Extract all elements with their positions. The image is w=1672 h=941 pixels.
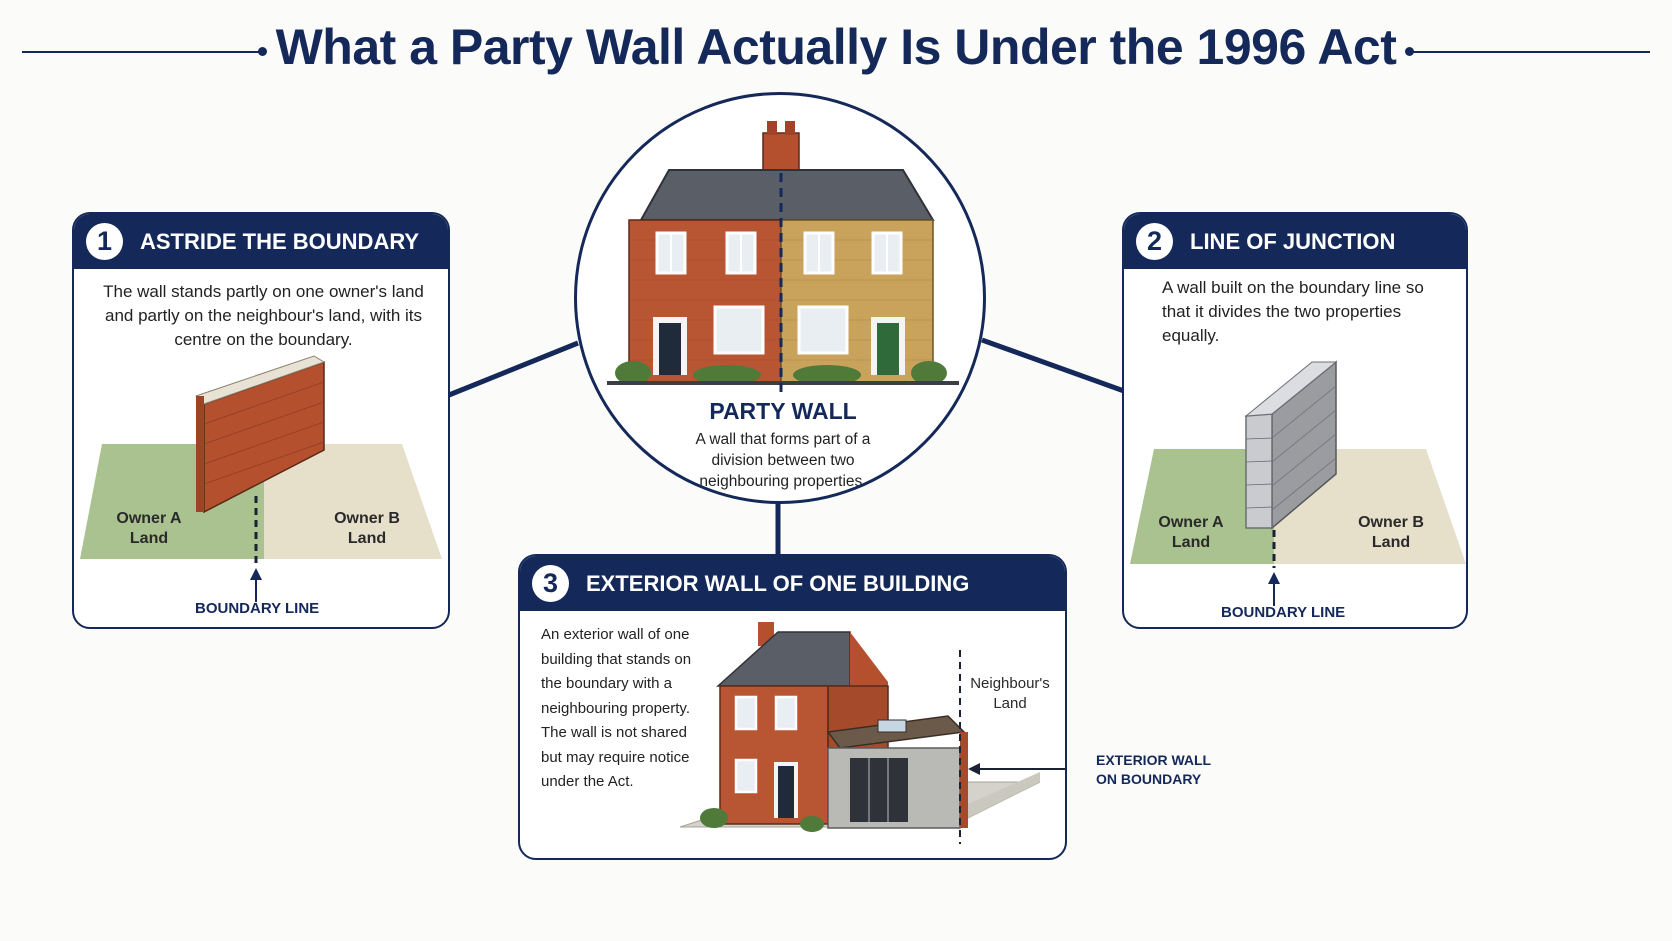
card-number: 1	[86, 223, 123, 260]
card-title: EXTERIOR WALL OF ONE BUILDING	[586, 571, 970, 596]
exterior-wall-label: EXTERIOR WALL ON BOUNDARY	[1096, 752, 1212, 787]
card-line-of-junction: 2 LINE OF JUNCTION A wall built on the b…	[1122, 212, 1468, 629]
card-description: An exterior wall of one building that st…	[541, 626, 692, 790]
card-number: 2	[1136, 223, 1173, 260]
title-rule-left	[22, 51, 260, 53]
title-rule-dot-right	[1405, 47, 1414, 56]
astride-boundary-illustration	[80, 355, 442, 602]
owner-a-label: Owner A Land	[116, 510, 182, 547]
card-title: LINE OF JUNCTION	[1190, 229, 1396, 254]
card-exterior-wall: 3 EXTERIOR WALL OF ONE BUILDING An exter…	[518, 554, 1067, 860]
card-description: The wall stands partly on one owner's la…	[103, 282, 424, 349]
owner-a-label: Owner A Land	[1158, 514, 1224, 551]
party-wall-description: A wall that forms part of a division bet…	[695, 431, 871, 490]
party-wall-circle: PARTY WALL A wall that forms part of a d…	[574, 92, 986, 504]
card-header: 2 LINE OF JUNCTION	[1124, 214, 1466, 269]
neighbour-land-label: Neighbour's Land	[970, 675, 1050, 712]
card-number: 3	[532, 565, 569, 602]
exterior-wall-illustration	[679, 622, 1065, 844]
boundary-line-label: BOUNDARY LINE	[1221, 604, 1346, 621]
terraced-houses-illustration	[607, 121, 959, 395]
owner-b-label: Owner B Land	[334, 510, 400, 547]
title-rule-right	[1412, 51, 1650, 53]
card-title: ASTRIDE THE BOUNDARY	[140, 229, 420, 254]
owner-b-label: Owner B Land	[1358, 514, 1424, 551]
title-rule-dot-left	[258, 47, 267, 56]
page-title: What a Party Wall Actually Is Under the …	[275, 19, 1397, 75]
card-description: A wall built on the boundary line so tha…	[1162, 278, 1424, 345]
card-header: 1 ASTRIDE THE BOUNDARY	[74, 214, 448, 269]
party-wall-title: PARTY WALL	[709, 398, 857, 424]
card-header: 3 EXTERIOR WALL OF ONE BUILDING	[520, 556, 1065, 611]
card-astride-boundary: 1 ASTRIDE THE BOUNDARY The wall stands p…	[72, 212, 450, 629]
line-of-junction-illustration	[1130, 360, 1466, 606]
boundary-line-label: BOUNDARY LINE	[195, 600, 320, 617]
